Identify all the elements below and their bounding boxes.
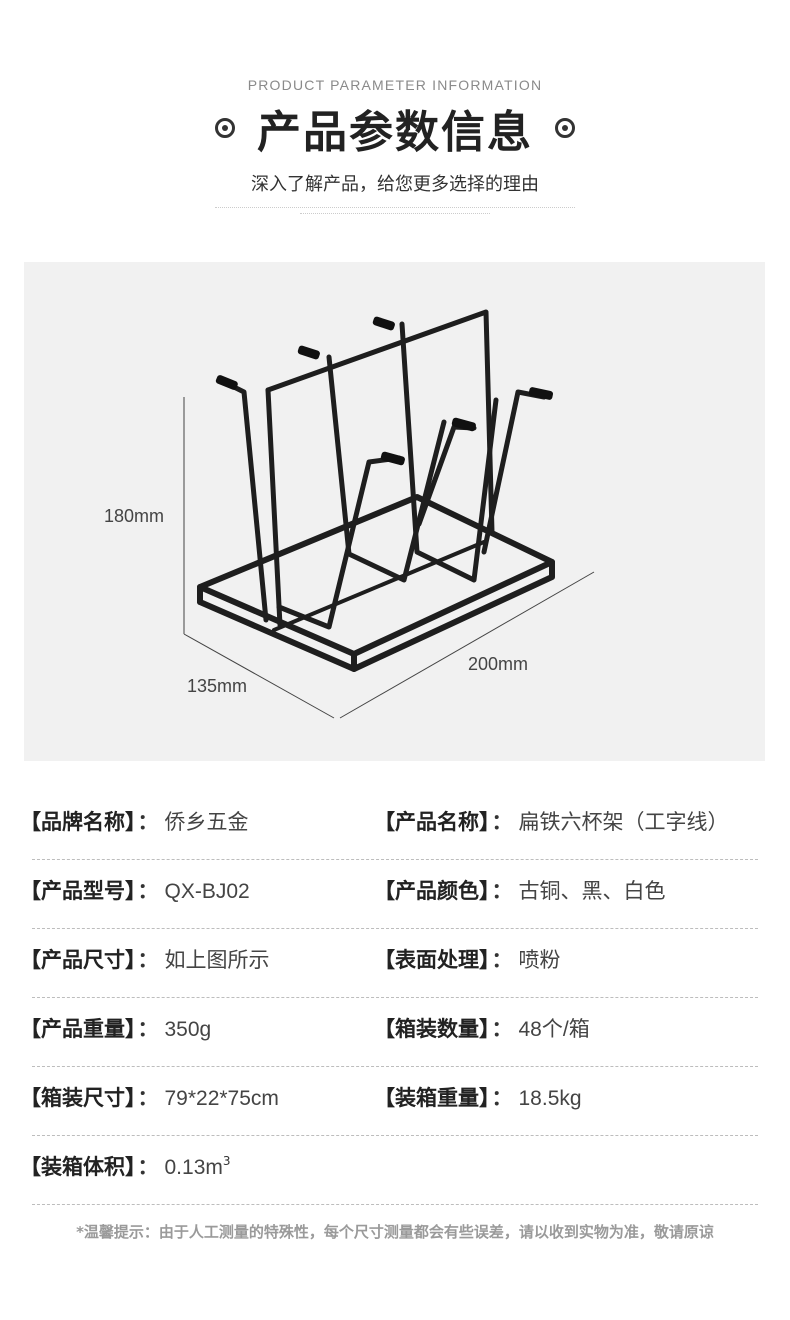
param-surface: 【表面处理】：喷粉 [374,948,561,972]
dimension-height-label: 180mm [104,506,165,526]
param-brand: 【品牌名称】：侨乡五金 [20,810,249,834]
product-image-panel: 180mm 135mm 200mm [24,262,765,761]
cup-rack-illustration [183,309,595,719]
param-size: 【产品尺寸】：如上图所示 [20,948,270,972]
title-row: 产品参数信息 [0,98,790,158]
param-row: 【装箱体积】：0.13m3 [20,1135,758,1205]
page-title: 产品参数信息 [257,107,533,158]
tagline: 深入了解产品，给您更多选择的理由 [251,174,539,195]
param-row: 【品牌名称】：侨乡五金 【产品名称】：扁铁六杯架（工字线） [20,790,758,860]
header: PRODUCT PARAMETER INFORMATION 产品参数信息 深入了… [0,0,790,240]
disclaimer-note: *温馨提示：由于人工测量的特殊性，每个尺寸测量都会有些误差，请以收到实物为准，敬… [76,1223,714,1241]
param-model: 【产品型号】：QX-BJ02 [20,879,250,903]
param-weight: 【产品重量】：350g [20,1017,212,1041]
param-box-weight: 【装箱重量】：18.5kg [374,1086,582,1110]
param-product-name: 【产品名称】：扁铁六杯架（工字线） [374,810,729,834]
param-box-qty: 【箱装数量】：48个/箱 [374,1017,590,1041]
param-row: 【箱装尺寸】：79*22*75cm 【装箱重量】：18.5kg [20,1066,758,1136]
dimension-width-label: 200mm [468,654,529,674]
param-box-volume: 【装箱体积】：0.13m3 [20,1154,231,1179]
param-row: 【产品型号】：QX-BJ02 【产品颜色】：古铜、黑、白色 [20,859,758,929]
param-color: 【产品颜色】：古铜、黑、白色 [374,879,666,903]
param-row: 【产品重量】：350g 【箱装数量】：48个/箱 [20,997,758,1067]
dimension-depth-label: 135mm [187,676,248,696]
subtitle-en: PRODUCT PARAMETER INFORMATION [247,77,543,93]
decorative-fineprint [0,207,790,217]
param-row: 【产品尺寸】：如上图所示 【表面处理】：喷粉 [20,928,758,998]
bullet-circle-icon [555,118,575,138]
bullet-circle-icon [215,118,235,138]
param-box-size: 【箱装尺寸】：79*22*75cm [20,1086,279,1110]
